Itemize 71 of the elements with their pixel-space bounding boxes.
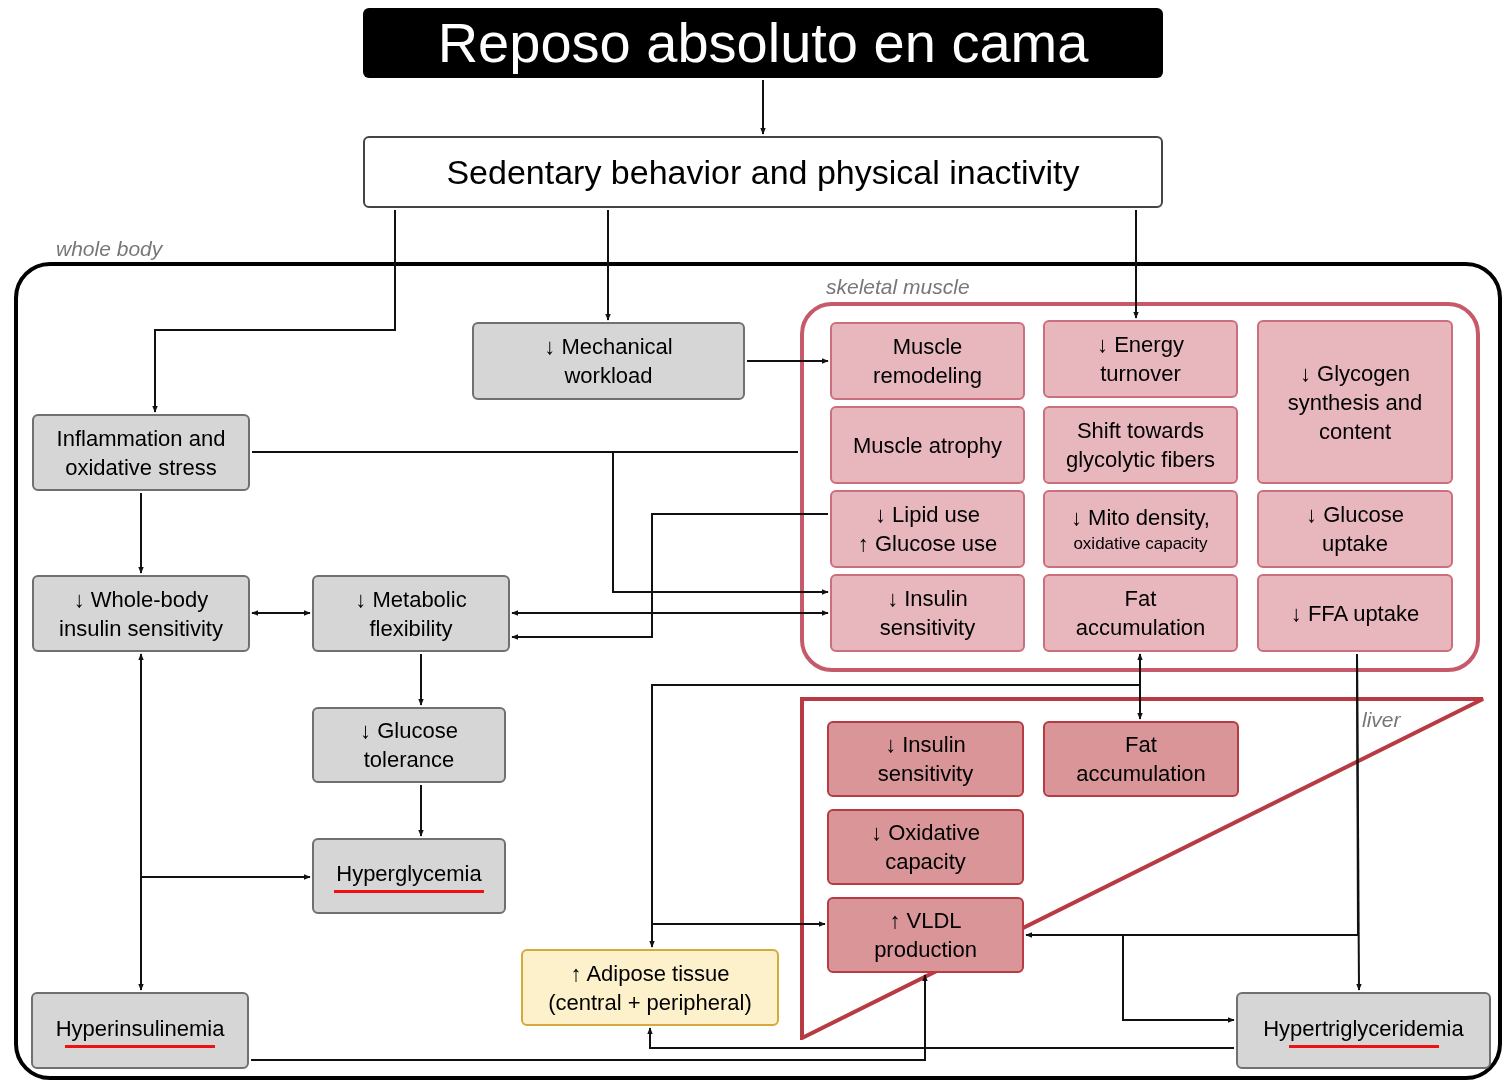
- process-box: [1043, 406, 1238, 484]
- process-box: [521, 949, 779, 1026]
- node-label: Muscle atrophy: [851, 431, 1004, 460]
- node-label: oxidative capacity: [1072, 532, 1209, 555]
- process-box: [830, 406, 1025, 484]
- region-label: whole body: [56, 238, 163, 259]
- node-label: ↓ Insulin sensitivity: [876, 731, 975, 788]
- node-label: ↓ Mito density,: [1070, 503, 1211, 532]
- process-box: [1236, 992, 1491, 1069]
- arrow: [250, 974, 928, 1061]
- process-box: [1257, 320, 1453, 484]
- node-label: Fat accumulation: [1075, 731, 1207, 788]
- process-box: [830, 322, 1025, 400]
- node-label: Hyperinsulinemia: [54, 1014, 226, 1043]
- arrow: [746, 358, 829, 364]
- arrow: [511, 610, 829, 616]
- process-box: [1043, 721, 1239, 797]
- arrow: [418, 784, 424, 837]
- node-label: ↓ Oxidative capacity: [870, 819, 981, 876]
- node-label: Hyperglycemia: [335, 860, 483, 888]
- process-box: [827, 897, 1024, 973]
- process-box: [1043, 490, 1238, 568]
- process-box: [32, 414, 250, 491]
- process-box: [32, 575, 250, 652]
- process-box: [1043, 320, 1238, 398]
- arrow: [605, 209, 611, 321]
- node-label: ↓ Glycogen synthesis and content: [1286, 359, 1424, 446]
- process-box: [312, 707, 506, 783]
- process-box: [1257, 490, 1453, 568]
- arrow: [138, 492, 144, 574]
- node-label: Sedentary behavior and physical inactivity: [446, 151, 1080, 193]
- node-label: ↑ VLDL production: [873, 907, 978, 964]
- arrow: [647, 1027, 1235, 1049]
- node-label: Muscle remodeling: [872, 333, 983, 390]
- process-box: [312, 575, 510, 652]
- region-label: liver: [1362, 709, 1401, 730]
- node-label: Fat accumulation: [1074, 585, 1207, 642]
- process-box: [827, 721, 1024, 797]
- node-label: Hypertriglyceridemia: [1262, 1014, 1465, 1043]
- node-label: ↑ Glucose use: [856, 530, 999, 558]
- node-label: ↓ Glucose uptake: [1305, 501, 1405, 558]
- process-box: [1257, 574, 1453, 652]
- title-banner: [363, 8, 1163, 78]
- node-label: ↓ Insulin sensitivity: [878, 585, 977, 642]
- node-label: ↓ Metabolic flexibility: [354, 585, 468, 643]
- arrow: [140, 874, 311, 991]
- arrow: [418, 653, 424, 706]
- arrow: [152, 209, 396, 413]
- source-box: [363, 136, 1163, 208]
- node-label: Shift towards glycolytic fibers: [1064, 417, 1217, 474]
- arrow: [511, 513, 829, 640]
- region-label: skeletal muscle: [826, 276, 970, 297]
- node-label: ↓ Lipid use: [873, 501, 982, 529]
- arrow: [760, 79, 766, 135]
- process-box: [827, 809, 1024, 885]
- node-label: ↓ FFA uptake: [1289, 599, 1421, 628]
- node-label: ↓ Whole-body insulin sensitivity: [58, 585, 224, 643]
- arrow: [251, 610, 311, 616]
- node-label: ↓ Mechanical workload: [543, 333, 674, 390]
- process-box: [830, 490, 1025, 568]
- node-label: ↓ Glucose tolerance: [359, 717, 459, 774]
- node-label: ↑ Adipose tissue (central + peripheral): [547, 959, 753, 1017]
- node-label: Inflammation and oxidative stress: [55, 424, 227, 482]
- arrow: [1133, 209, 1139, 319]
- process-box: [31, 992, 249, 1069]
- arrow: [1025, 934, 1235, 1023]
- node-label: ↓ Energy turnover: [1096, 331, 1185, 388]
- process-box: [312, 838, 506, 914]
- process-box: [830, 574, 1025, 652]
- process-box: [472, 322, 745, 400]
- process-box: [1043, 574, 1238, 652]
